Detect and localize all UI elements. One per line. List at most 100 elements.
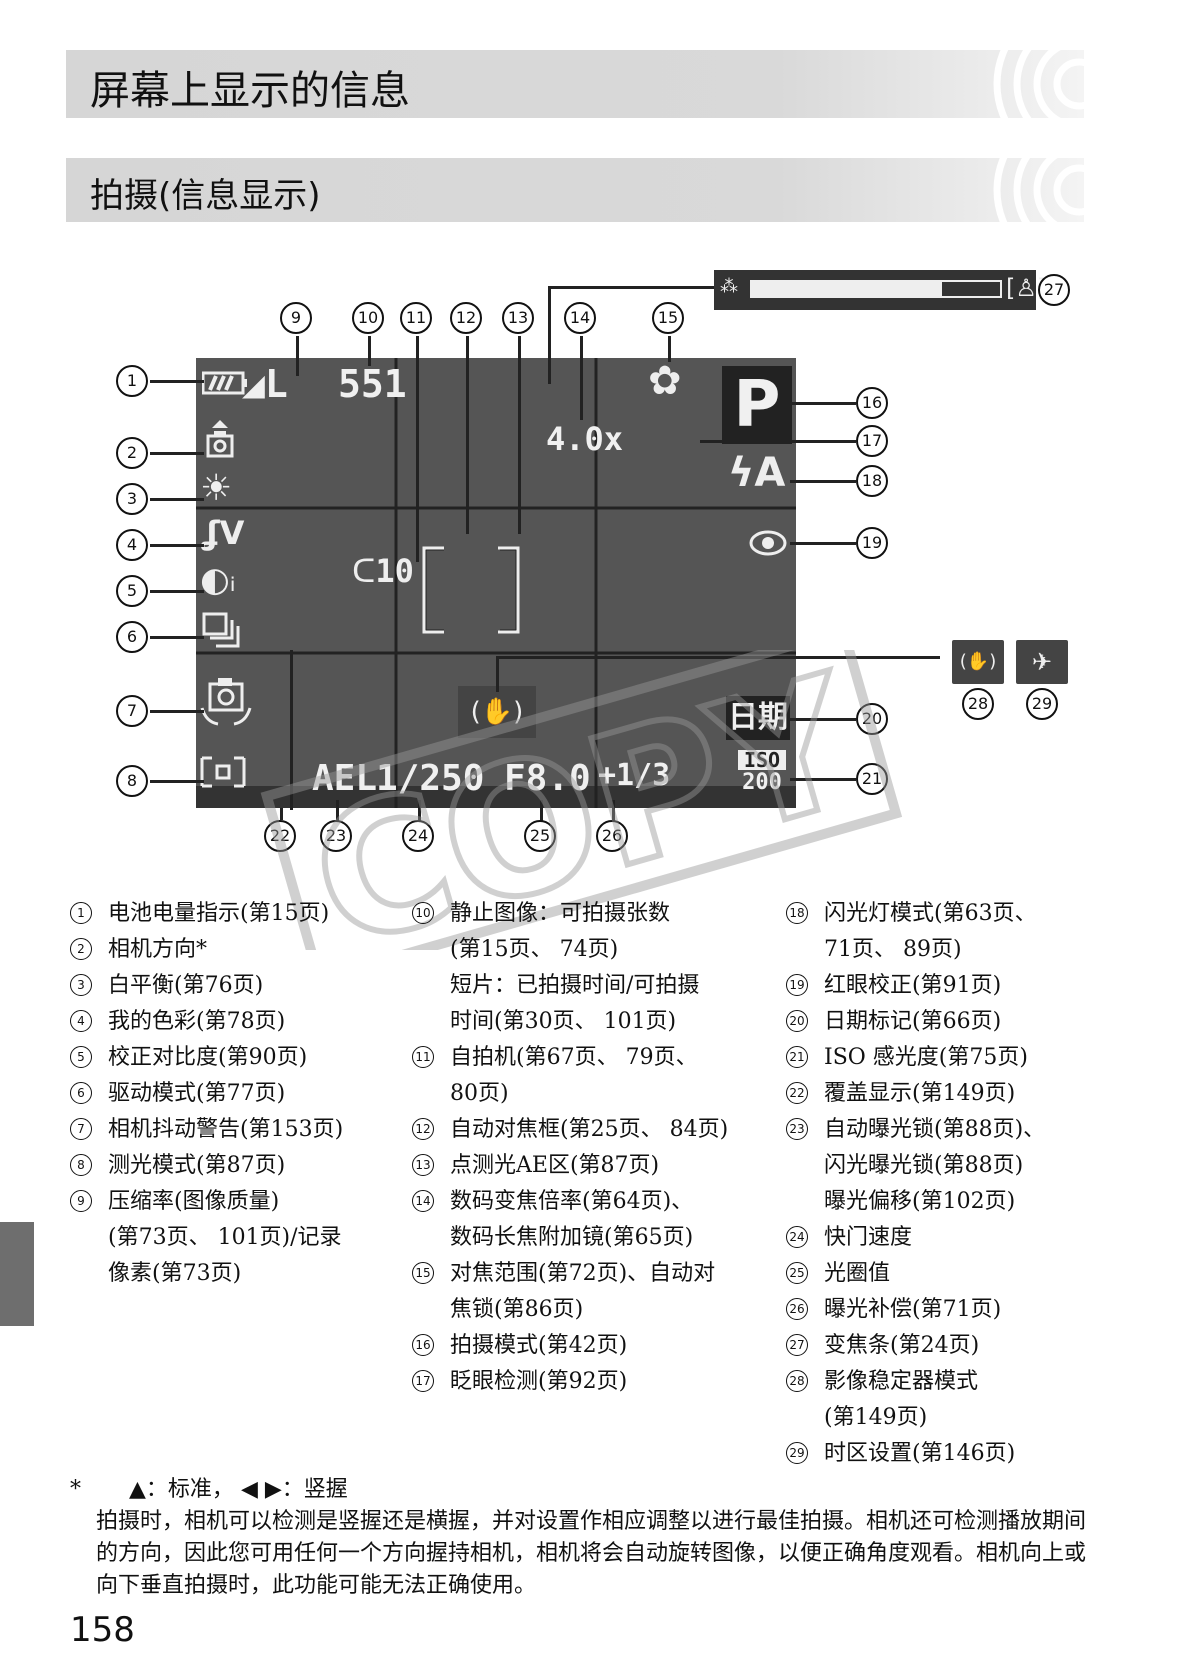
metering-mode-icon — [200, 756, 246, 788]
callout-13: 13 — [502, 302, 534, 334]
legend-text-continued: 80页) — [450, 1081, 509, 1106]
footnote-body: 拍摄时，相机可以检测是竖握还是横握，并对设置作相应调整以进行最佳拍摄。相机还可检… — [96, 1509, 1087, 1598]
legend-number: 19 — [786, 974, 808, 996]
leader-line — [418, 800, 421, 822]
legend-item: 12 自动对焦框(第25页、 84页) — [412, 1112, 782, 1148]
legend-number: 20 — [786, 1010, 808, 1032]
legend-text: 影像稳定器模式 — [824, 1369, 979, 1394]
legend-text-continued: 数码长焦附加镜(第65页) — [450, 1225, 694, 1250]
callout-1: 1 — [116, 365, 148, 397]
legend-text: 眨眼检测(第92页) — [450, 1369, 628, 1394]
shots-remaining: 551 — [338, 362, 407, 406]
legend-number: 10 — [412, 902, 434, 924]
legend-text: 闪光灯模式(第63页、 — [824, 901, 1037, 926]
callout-24: 24 — [402, 820, 434, 852]
self-timer-value: 10 — [375, 552, 414, 590]
callout-26: 26 — [596, 820, 628, 852]
grid-lines-overlay — [196, 358, 796, 808]
legend-text: 快门速度 — [824, 1225, 913, 1250]
leader-line — [668, 336, 671, 362]
stabilizer-hand-icon: (✋) — [458, 686, 536, 738]
compression-text: L — [264, 362, 288, 406]
legend-text: ISO 感光度(第75页) — [824, 1045, 1028, 1070]
legend-text: 相机方向* — [108, 937, 208, 962]
legend-text: 白平衡(第76页) — [108, 973, 264, 998]
legend-number: 21 — [786, 1046, 808, 1068]
legend-number: 5 — [70, 1046, 92, 1068]
legend-number: 24 — [786, 1226, 808, 1248]
iso-label: ISO — [738, 750, 786, 770]
callout-11: 11 — [400, 302, 432, 334]
callout-15: 15 — [652, 302, 684, 334]
legend-number: 27 — [786, 1334, 808, 1356]
camera-vertical-left-icon: ◀ — [240, 1477, 258, 1502]
legend-number: 23 — [786, 1118, 808, 1140]
callout-20: 20 — [856, 703, 888, 735]
legend-text-continued: 时间(第30页、 101页) — [450, 1009, 677, 1034]
footnote-star: * — [70, 1477, 81, 1502]
leader-line — [548, 286, 551, 384]
legend-text: 我的色彩(第78页) — [108, 1009, 286, 1034]
callout-5: 5 — [116, 575, 148, 607]
legend-number: 28 — [786, 1370, 808, 1392]
legend-number: 12 — [412, 1118, 434, 1140]
leader-line — [150, 380, 204, 383]
legend-number: 4 — [70, 1010, 92, 1032]
rings-decoration-icon — [993, 50, 1084, 118]
callout-27: 27 — [1038, 274, 1070, 306]
callout-7: 7 — [116, 695, 148, 727]
battery-icon — [202, 371, 247, 395]
contrast-correction-icon: ◐ᵢ — [200, 560, 236, 600]
legend-number: 17 — [412, 1370, 434, 1392]
legend-number: 29 — [786, 1442, 808, 1464]
page-number: 158 — [70, 1610, 135, 1650]
callout-4: 4 — [116, 529, 148, 561]
legend-text: 自动曝光锁(第88页)、 — [824, 1117, 1046, 1142]
leader-line — [150, 498, 204, 501]
footnote-vertical: ：竖握 — [281, 1477, 348, 1502]
leader-line — [548, 286, 714, 289]
callout-22: 22 — [264, 820, 296, 852]
ael-indicator: AEL — [312, 758, 378, 799]
aperture-value: F8.0 — [504, 758, 591, 799]
legend-text: 驱动模式(第77页) — [108, 1081, 286, 1106]
legend-number: 15 — [412, 1262, 434, 1284]
leader-line — [280, 808, 283, 820]
leader-line — [790, 718, 856, 721]
callout-17: 17 — [856, 425, 888, 457]
zoom-bar: ⁂ [♙] — [714, 270, 1046, 310]
shutter-speed: 1/250 — [376, 758, 485, 799]
legend-number: 26 — [786, 1298, 808, 1320]
legend-text: 压缩率(图像质量) — [108, 1189, 280, 1214]
callout-2: 2 — [116, 437, 148, 469]
leader-line — [368, 336, 371, 366]
legend-text: 相机抖动警告(第153页) — [108, 1117, 344, 1142]
legend-text: 日期标记(第66页) — [824, 1009, 1002, 1034]
legend-item: 23 自动曝光锁(第88页)、 — [786, 1112, 1116, 1148]
side-tab — [0, 1222, 34, 1326]
legend-number: 11 — [412, 1046, 434, 1068]
leader-line — [612, 800, 615, 822]
legend-item: 21 ISO 感光度(第75页) — [786, 1040, 1116, 1076]
legend-text-continued: 像素(第73页) — [108, 1261, 242, 1286]
subsection-title: 拍摄(信息显示) — [90, 176, 321, 216]
legend-item: 17 眨眼检测(第92页) — [412, 1364, 782, 1400]
legend-text: 测光模式(第87页) — [108, 1153, 286, 1178]
camera-vertical-right-icon: ▶ — [264, 1477, 282, 1502]
leader-line — [518, 336, 521, 534]
flash-auto-icon: ϟA — [728, 450, 786, 496]
legend-text: 自动对焦框(第25页、 84页) — [450, 1117, 729, 1142]
